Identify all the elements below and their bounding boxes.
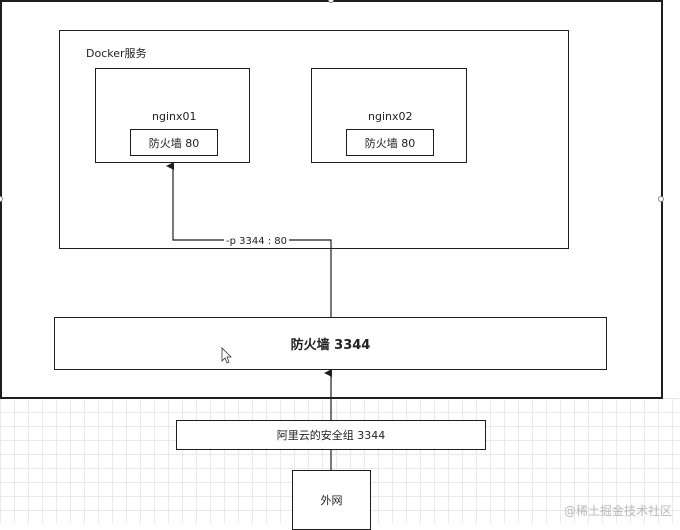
port-mapping-label: -p 3344 : 80 [224,236,290,247]
nginx01-container [95,68,250,163]
nginx02-label: nginx02 [368,110,413,123]
mouse-cursor-icon [221,347,232,364]
watermark: @稀土掘金技术社区 [563,504,672,518]
nginx01-firewall: 防火墙 80 [130,129,218,156]
selection-handle-top[interactable] [328,0,334,3]
selection-handle-right[interactable] [658,196,664,202]
nginx02-firewall: 防火墙 80 [346,129,434,156]
nginx01-label: nginx01 [152,110,197,123]
security-group: 阿里云的安全组 3344 [176,420,486,450]
selection-handle-left[interactable] [0,196,3,202]
docker-service-label: Docker服务 [86,47,147,60]
external-network: 外网 [292,470,371,530]
